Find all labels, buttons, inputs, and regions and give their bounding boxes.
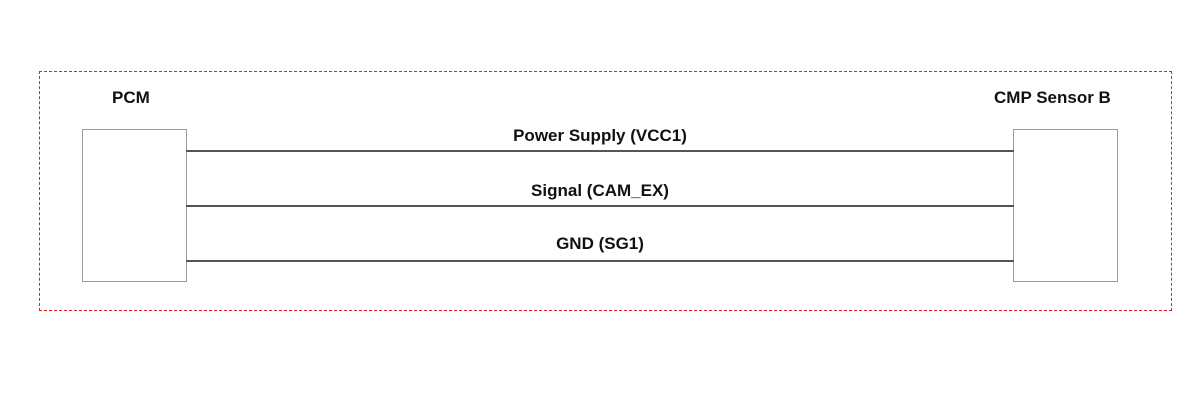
wire-label-gnd: GND (SG1) (556, 234, 644, 253)
pcm-box (82, 129, 187, 282)
diagram-frame (39, 71, 1172, 311)
wire-label-signal: Signal (CAM_EX) (531, 181, 669, 200)
wire-label-power-supply: Power Supply (VCC1) (513, 126, 687, 145)
pcm-label: PCM (112, 88, 150, 107)
wire-power-supply (186, 150, 1014, 152)
wire-gnd (186, 260, 1014, 262)
cmp-sensor-label: CMP Sensor B (994, 88, 1111, 107)
cmp-sensor-box (1013, 129, 1118, 282)
wire-signal (186, 205, 1014, 207)
